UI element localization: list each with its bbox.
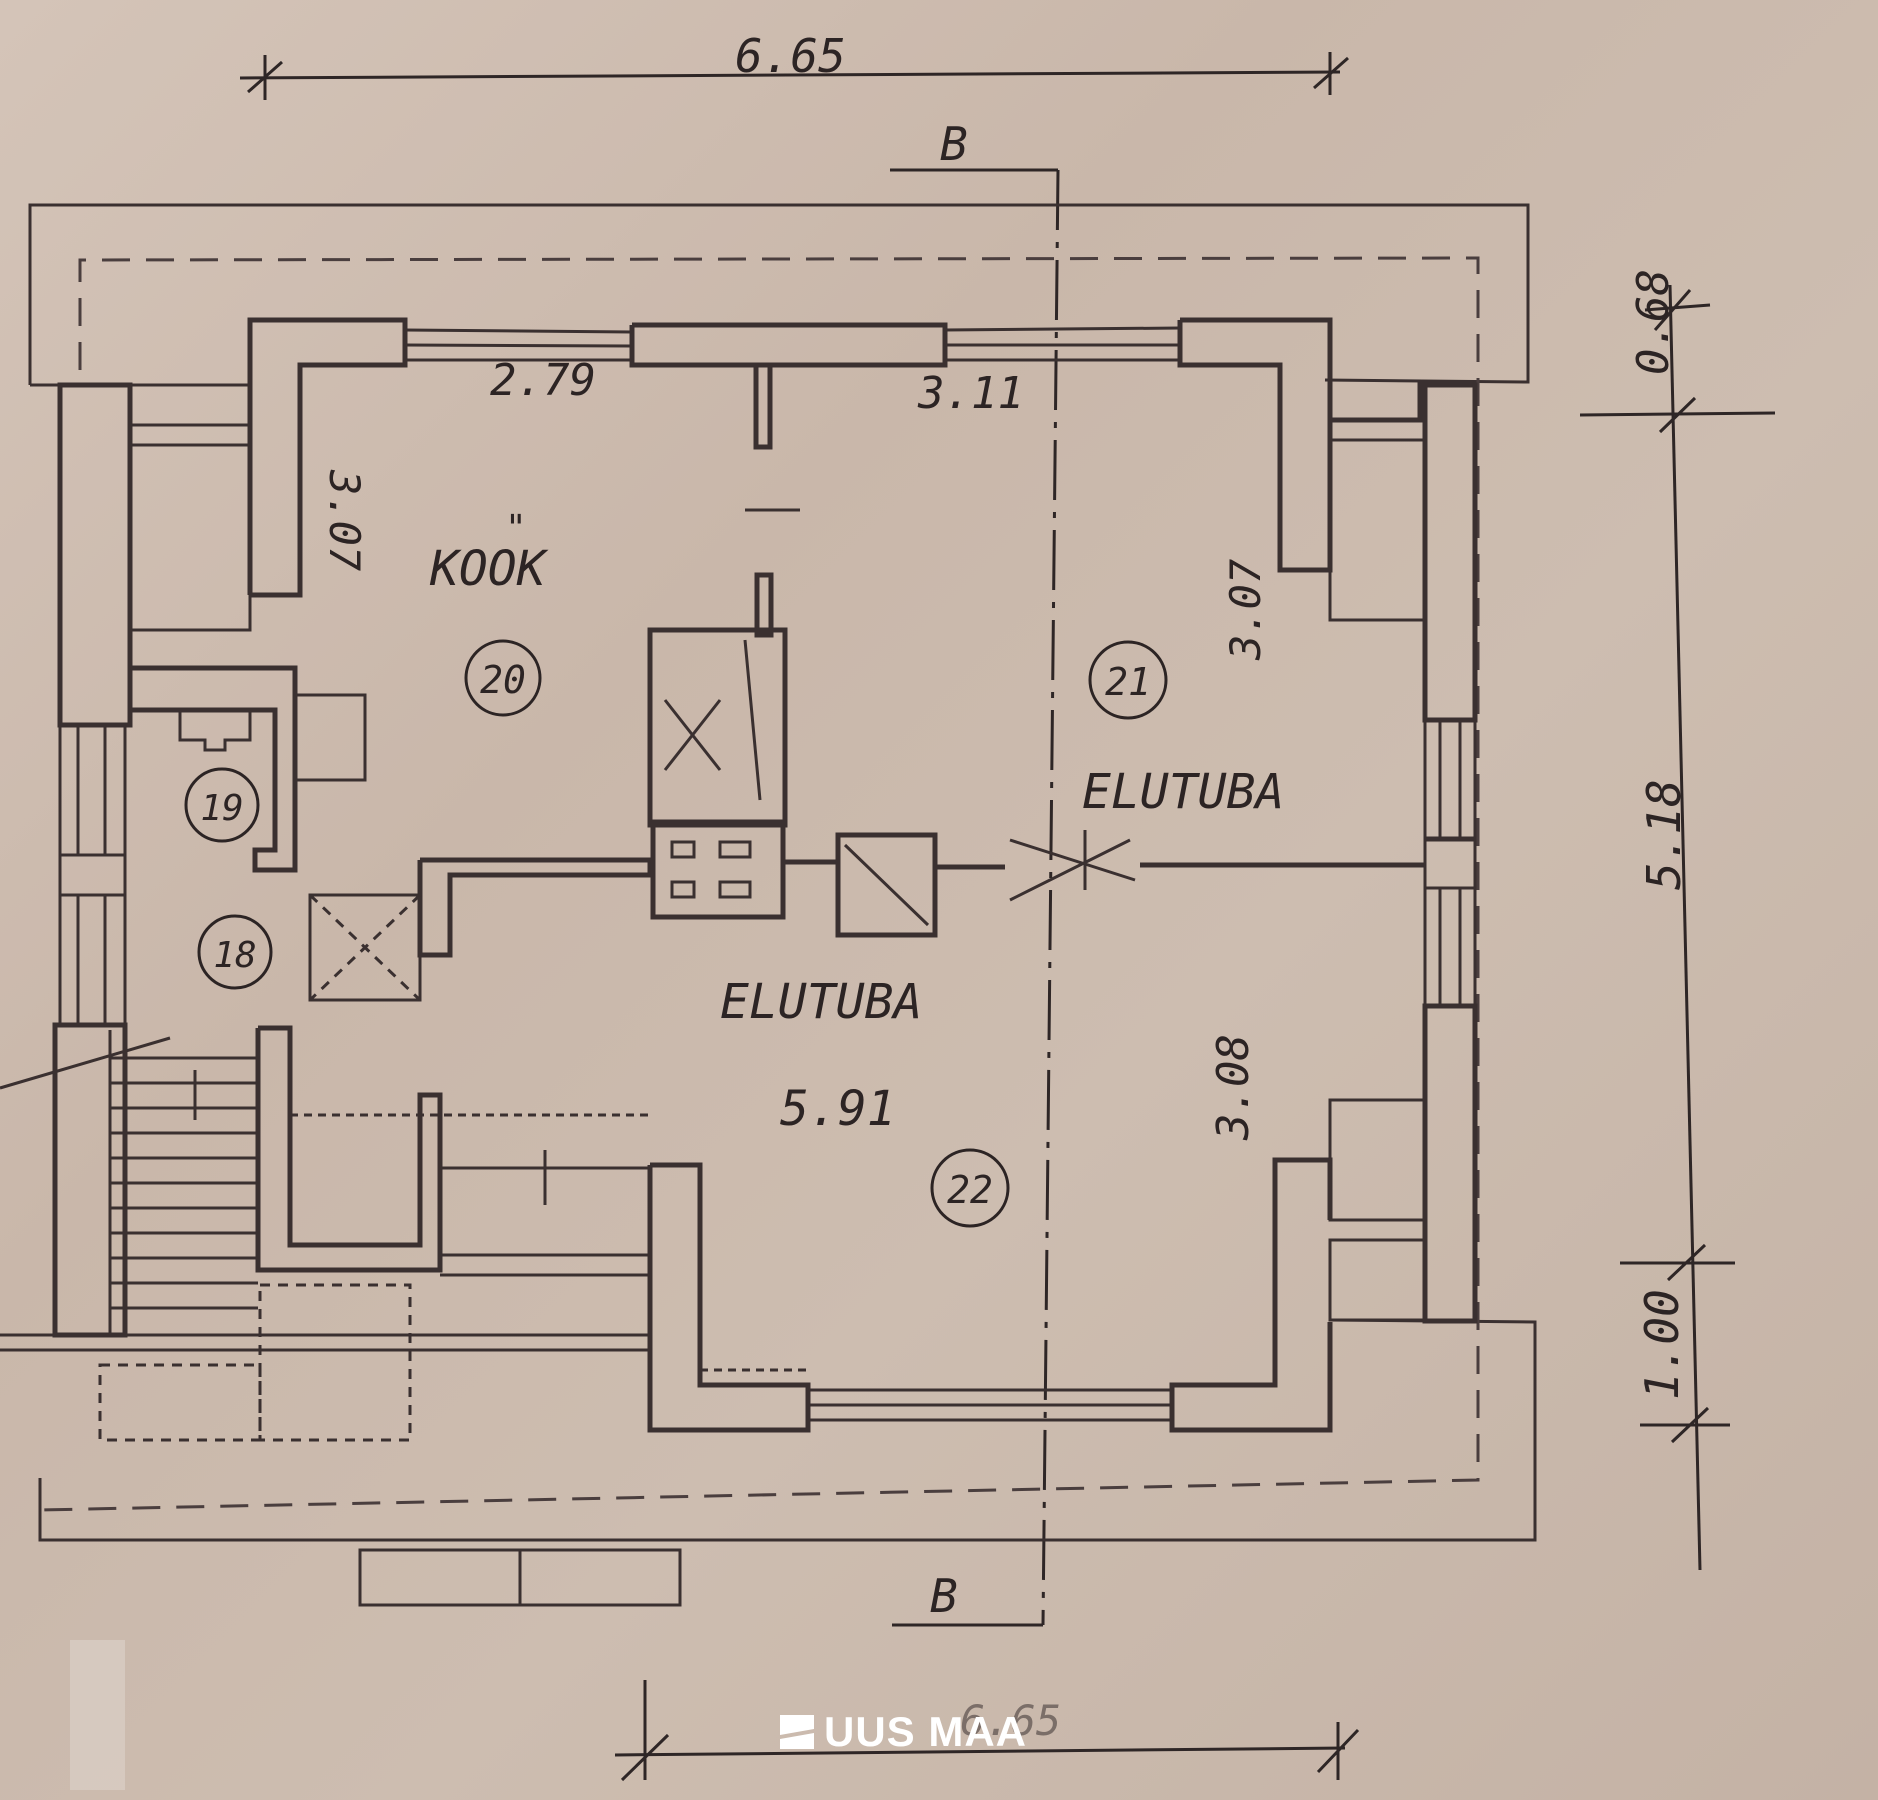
room-22-number-circle	[930, 1148, 1010, 1228]
uus-maa-logo-icon	[780, 1715, 814, 1749]
uus-maa-logo: UUS MAA	[780, 1708, 1027, 1755]
interior-walls	[0, 627, 1425, 1607]
room-20-ditto-mark: "	[505, 508, 527, 549]
right-bottom-label: 1.00	[1635, 1289, 1689, 1400]
room-18: 18	[197, 914, 273, 990]
room-20-width-label: 2.79	[490, 355, 596, 406]
scan-artifact	[70, 1640, 125, 1790]
room-20-number: 20	[480, 658, 526, 702]
room-21-depth-label: 3.07	[1221, 559, 1270, 661]
room-20-depth-label: 3.07	[320, 469, 369, 571]
room-22-name: ELUTUBA	[720, 974, 922, 1030]
room-22-number: 22	[947, 1168, 993, 1212]
room-22-depth-label: 3.08	[1208, 1034, 1259, 1141]
section-marker-bottom: B	[892, 1569, 1043, 1627]
room-19: 19	[184, 767, 260, 843]
top-width-label: 6.65	[735, 29, 846, 83]
room-21-width-label: 3.11	[917, 368, 1024, 419]
right-top-label: 0.68	[1628, 269, 1679, 375]
room-22-area-label: 5.91	[780, 1081, 896, 1137]
room-20-kitchen: 2.79 3.07 " KOOK 20	[320, 355, 596, 717]
room-22-living-room: ELUTUBA 5.91 3.08 22	[720, 974, 1259, 1228]
room-21-name: ELUTUBA	[1082, 764, 1284, 820]
exterior-walls	[52, 317, 1478, 1433]
room-21-number-circle	[1088, 640, 1168, 720]
room-19-number-circle	[184, 767, 260, 843]
right-dimension: 0.68 5.18 1.00	[1579, 269, 1776, 1571]
room-21-number: 21	[1105, 660, 1151, 704]
section-label-bottom: B	[930, 1569, 958, 1623]
logo-text: UUS MAA	[824, 1708, 1027, 1755]
room-18-number: 18	[213, 935, 256, 976]
section-axis-line	[1041, 169, 1060, 1626]
room-20-number-circle	[464, 639, 542, 717]
room-21-living-room: 3.11 3.07 21 ELUTUBA	[917, 368, 1284, 820]
room-18-number-circle	[197, 914, 273, 990]
room-20-name: KOOK	[429, 541, 549, 597]
staircase	[0, 1030, 412, 1442]
room-19-number: 19	[200, 788, 243, 829]
bottom-dimension: 6.65	[614, 1680, 1360, 1782]
bottom-width-label: 6.65	[960, 1696, 1061, 1745]
section-label-top: B	[940, 117, 968, 171]
section-marker-top: B	[890, 117, 1058, 172]
right-total-label: 5.18	[1637, 779, 1691, 890]
top-dimension: 6.65	[239, 29, 1349, 100]
